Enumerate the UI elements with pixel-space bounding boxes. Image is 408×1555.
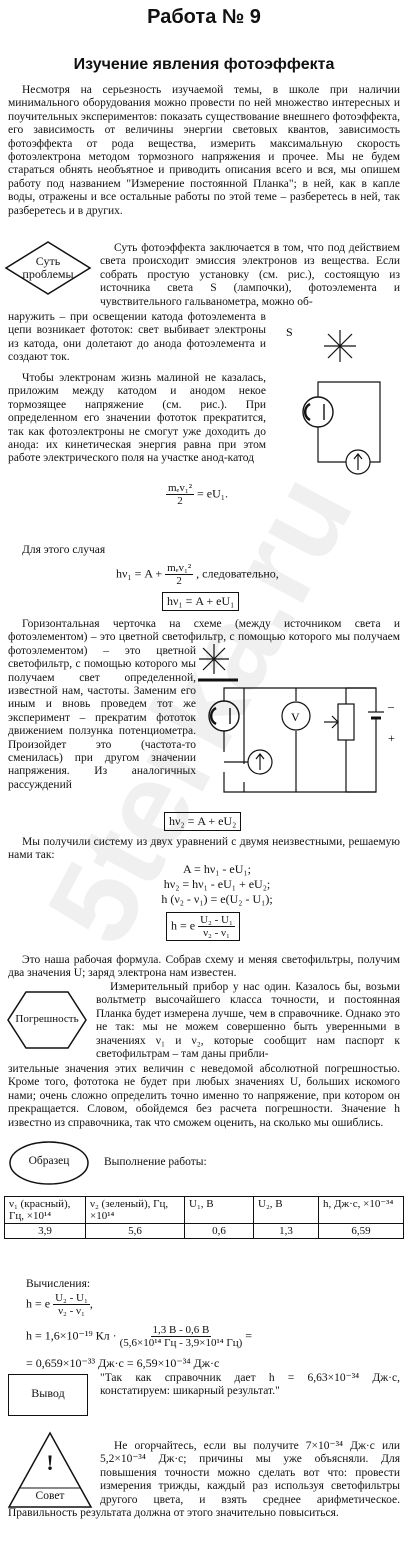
sample-badge-label: Образец — [28, 1155, 70, 1167]
page-title: Работа № 9 — [147, 6, 261, 28]
essence-paragraph-3: Чтобы электронам жизнь малиной не казала… — [8, 372, 266, 465]
warning-triangle-icon — [7, 1431, 93, 1508]
error-paragraph-1: Измерительный прибор у нас один. Казалос… — [96, 981, 400, 1061]
calc-formula-3: = 0,659×10⁻³³ Дж·с = 6,59×10⁻³⁴ Дж·с — [26, 1356, 220, 1370]
essence-paragraph-1: Суть фотоэффекта заключается в том, что … — [100, 242, 400, 308]
system-line-1: A = hν₁ - eU₁; — [183, 862, 251, 876]
table-header-cell: U₁, B — [184, 1196, 254, 1224]
essence-badge: Суть проблемы — [4, 240, 92, 296]
error-badge: Погрешность — [6, 990, 88, 1050]
light-source-icon-2 — [199, 644, 229, 674]
hexagon-icon — [7, 991, 87, 1049]
error-paragraph-2: зительные значения этих величин с неведо… — [8, 1063, 400, 1129]
voltmeter-icon — [281, 701, 311, 731]
formula2-numerator: mₑv₁² — [165, 562, 194, 575]
calc-formula-2: h = 1,6×10⁻¹⁹ Кл · 1,3 В - 0,6 В(5,6×10¹… — [26, 1324, 253, 1349]
results-table: ν₁ (красный), Гц, ×10¹⁴ ν₂ (зеленый), Гц… — [4, 1196, 404, 1239]
essence-paragraph-2: наружить – при освещении катода фотоэлем… — [8, 311, 266, 364]
table-header-cell: h, Дж·с, ×10⁻³⁴ — [318, 1196, 404, 1224]
table-cell: 0,6 — [184, 1223, 254, 1239]
calc-title: Вычисления: — [26, 1278, 91, 1290]
battery-plus-label: + — [388, 731, 395, 745]
formula2-denominator: 2 — [176, 575, 182, 587]
table-cell: 1,3 — [253, 1223, 319, 1239]
formula2-lhs: hν₁ = A + — [116, 566, 163, 581]
advice-badge: ! Совет — [6, 1430, 94, 1510]
galvanometer-icon-2 — [247, 749, 273, 775]
formula1-numerator: mₑv₁² — [166, 482, 195, 495]
conclusion-paragraph: "Так как справочник дает h = 6,63×10⁻³⁴ … — [100, 1372, 400, 1398]
circuit-wires — [317, 381, 381, 463]
battery-minus-label: – — [387, 699, 395, 713]
conclusion-badge: Вывод — [8, 1374, 88, 1416]
formula-boxed-1: hν₁ = A + eU₁ — [162, 592, 240, 611]
essence-badge-line2: проблемы — [22, 267, 74, 281]
potentiometer-icon — [324, 703, 355, 741]
formula1-rhs: = eU₁. — [197, 486, 228, 501]
voltmeter-label: V — [291, 710, 300, 724]
working-formula-paragraph: Это наша рабочая формула. Собрав схему и… — [8, 954, 400, 980]
table-row: 3,9 5,6 0,6 1,3 6,59 — [4, 1223, 404, 1239]
filter-paragraph-top: Горизонтальная черточка на схеме (между … — [8, 618, 400, 646]
system-line-3: h (ν₂ - ν₁) = e(U₂ - U₁); — [161, 892, 273, 906]
equation-system: A = hν₁ - eU₁; hν₂ = hν₁ - eU₁ + eU₂; h … — [142, 862, 292, 907]
battery-icon — [368, 711, 384, 730]
error-badge-label: Погрешность — [15, 1013, 79, 1025]
intro-paragraph: Несмотря на серьезность изучаемой темы, … — [8, 84, 400, 217]
formula5-denominator: ν₂ - ν₁ — [203, 927, 230, 939]
advice-badge-label: Совет — [35, 1490, 65, 1502]
table-header-cell: U₂, B — [253, 1196, 319, 1224]
table-cell: 5,6 — [85, 1223, 185, 1239]
photocell-icon-2 — [208, 700, 240, 732]
oval-icon — [9, 1141, 89, 1185]
table-header-cell: ν₂ (зеленый), Гц, ×10¹⁴ — [85, 1196, 185, 1224]
formula2-rhs: , следовательно, — [196, 566, 279, 581]
execution-title: Выполнение работы: — [104, 1156, 207, 1168]
table-header-cell: ν₁ (красный), Гц, ×10¹⁴ — [4, 1196, 86, 1224]
formula5-numerator: U₂ - U₁ — [198, 914, 235, 927]
galvanometer-icon — [345, 449, 371, 475]
advice-mark: ! — [46, 1450, 54, 1475]
potentiometer-circuit-diagram: V – + — [196, 644, 404, 806]
conclusion-badge-label: Вывод — [31, 1386, 65, 1400]
formula-boxed-2: hν₂ = A + eU₂ — [164, 812, 242, 831]
photocell-icon — [302, 396, 334, 428]
formula5-lhs: h = e — [171, 918, 196, 933]
filter-paragraph: Горизонтальная черточка на схеме (между … — [8, 618, 196, 791]
page-subtitle: Изучение явления фотоэффекта — [73, 56, 335, 73]
system-paragraph: Мы получили систему из двух уравнений с … — [8, 836, 400, 862]
system-line-2: hν₂ = hν₁ - eU₁ + eU₂; — [163, 877, 271, 891]
sample-badge: Образец — [8, 1140, 90, 1186]
table-header-row: ν₁ (красный), Гц, ×10¹⁴ ν₂ (зеленый), Гц… — [4, 1196, 404, 1224]
formula1-denominator: 2 — [177, 495, 183, 507]
light-source-icon — [324, 330, 356, 362]
advice-paragraph: Не огорчайтесь, если вы получите 7×10⁻³⁴… — [8, 1440, 400, 1520]
diamond-icon — [4, 241, 92, 295]
source-label: S — [286, 325, 293, 339]
for-this-case-label: Для этого случая — [22, 544, 106, 556]
table-cell: 6,59 — [318, 1223, 404, 1239]
essence-badge-line1: Суть — [35, 254, 61, 268]
table-cell: 3,9 — [4, 1223, 86, 1239]
photocell-circuit-diagram: S — [280, 320, 404, 496]
